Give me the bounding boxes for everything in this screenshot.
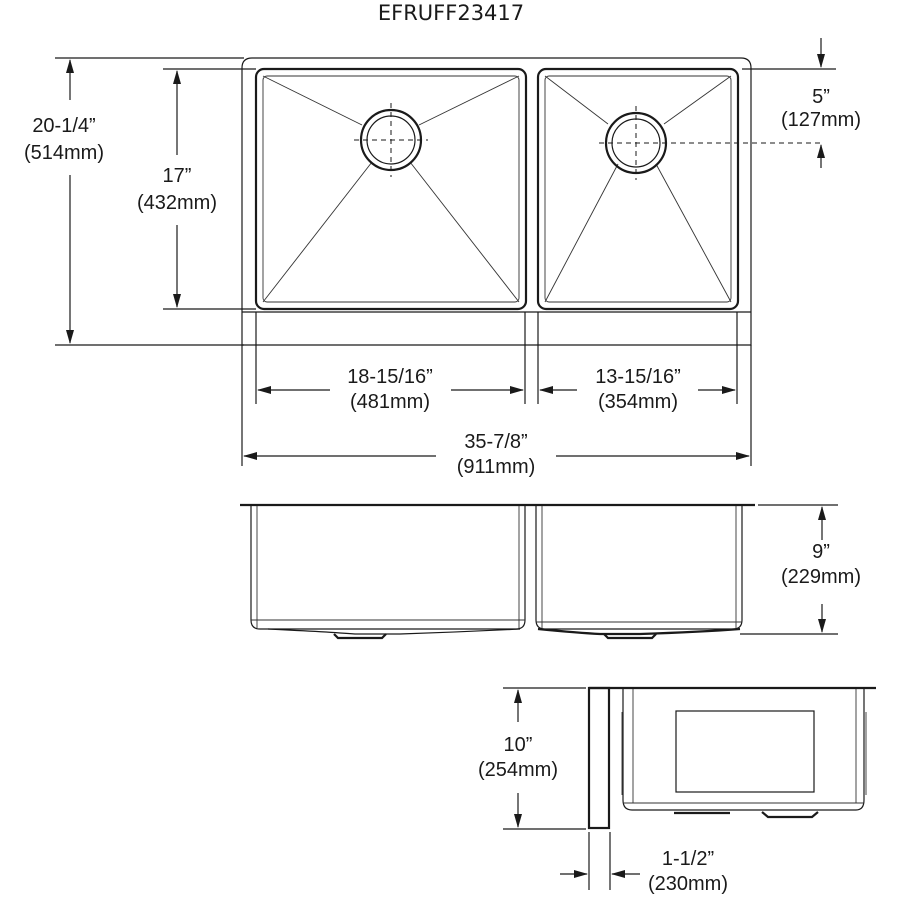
right-bowl-width-imperial: 13-15/16” <box>595 366 681 388</box>
overall-depth-metric: (514mm) <box>24 142 104 164</box>
left-bowl-width-metric: (481mm) <box>350 391 430 413</box>
bowl-depth-metric: (432mm) <box>137 192 217 214</box>
side-view <box>587 686 876 830</box>
drain-offset-metric: (127mm) <box>781 109 861 131</box>
bowl-height-imperial: 9” <box>812 541 830 563</box>
dimension-apron-thickness: 1-1/2” (230mm) <box>560 832 728 895</box>
left-bowl-width-imperial: 18-15/16” <box>347 366 433 388</box>
dimension-overall-width: 35-7/8” (911mm) <box>243 431 750 478</box>
apron-thickness-imperial: 1-1/2” <box>662 848 714 870</box>
overall-depth-imperial: 20-1/4” <box>32 115 95 137</box>
drain-offset-imperial: 5” <box>812 86 830 108</box>
overall-width-metric: (911mm) <box>457 456 536 478</box>
bowl-height-metric: (229mm) <box>781 566 861 588</box>
dimension-left-bowl-width: 18-15/16” (481mm) <box>257 366 524 413</box>
front-view <box>240 503 755 640</box>
dimension-bowl-height: 9” (229mm) <box>740 504 861 635</box>
dimension-drain-offset: 5” (127mm) <box>742 38 861 168</box>
right-bowl-width-metric: (354mm) <box>598 391 678 413</box>
dimension-right-bowl-width: 13-15/16” (354mm) <box>539 366 736 413</box>
apron-thickness-metric: (230mm) <box>648 873 728 895</box>
apron-height-imperial: 10” <box>504 734 533 756</box>
dimension-apron-height: 10” (254mm) <box>478 687 586 830</box>
dimension-bowl-depth: 17” (432mm) <box>137 68 256 310</box>
apron-height-metric: (254mm) <box>478 759 558 781</box>
dimension-overall-depth: 20-1/4” (514mm) <box>24 57 244 346</box>
model-title: EFRUFF23417 <box>378 1 524 25</box>
top-view <box>241 57 820 346</box>
overall-width-imperial: 35-7/8” <box>464 431 527 453</box>
bowl-depth-imperial: 17” <box>163 165 192 187</box>
